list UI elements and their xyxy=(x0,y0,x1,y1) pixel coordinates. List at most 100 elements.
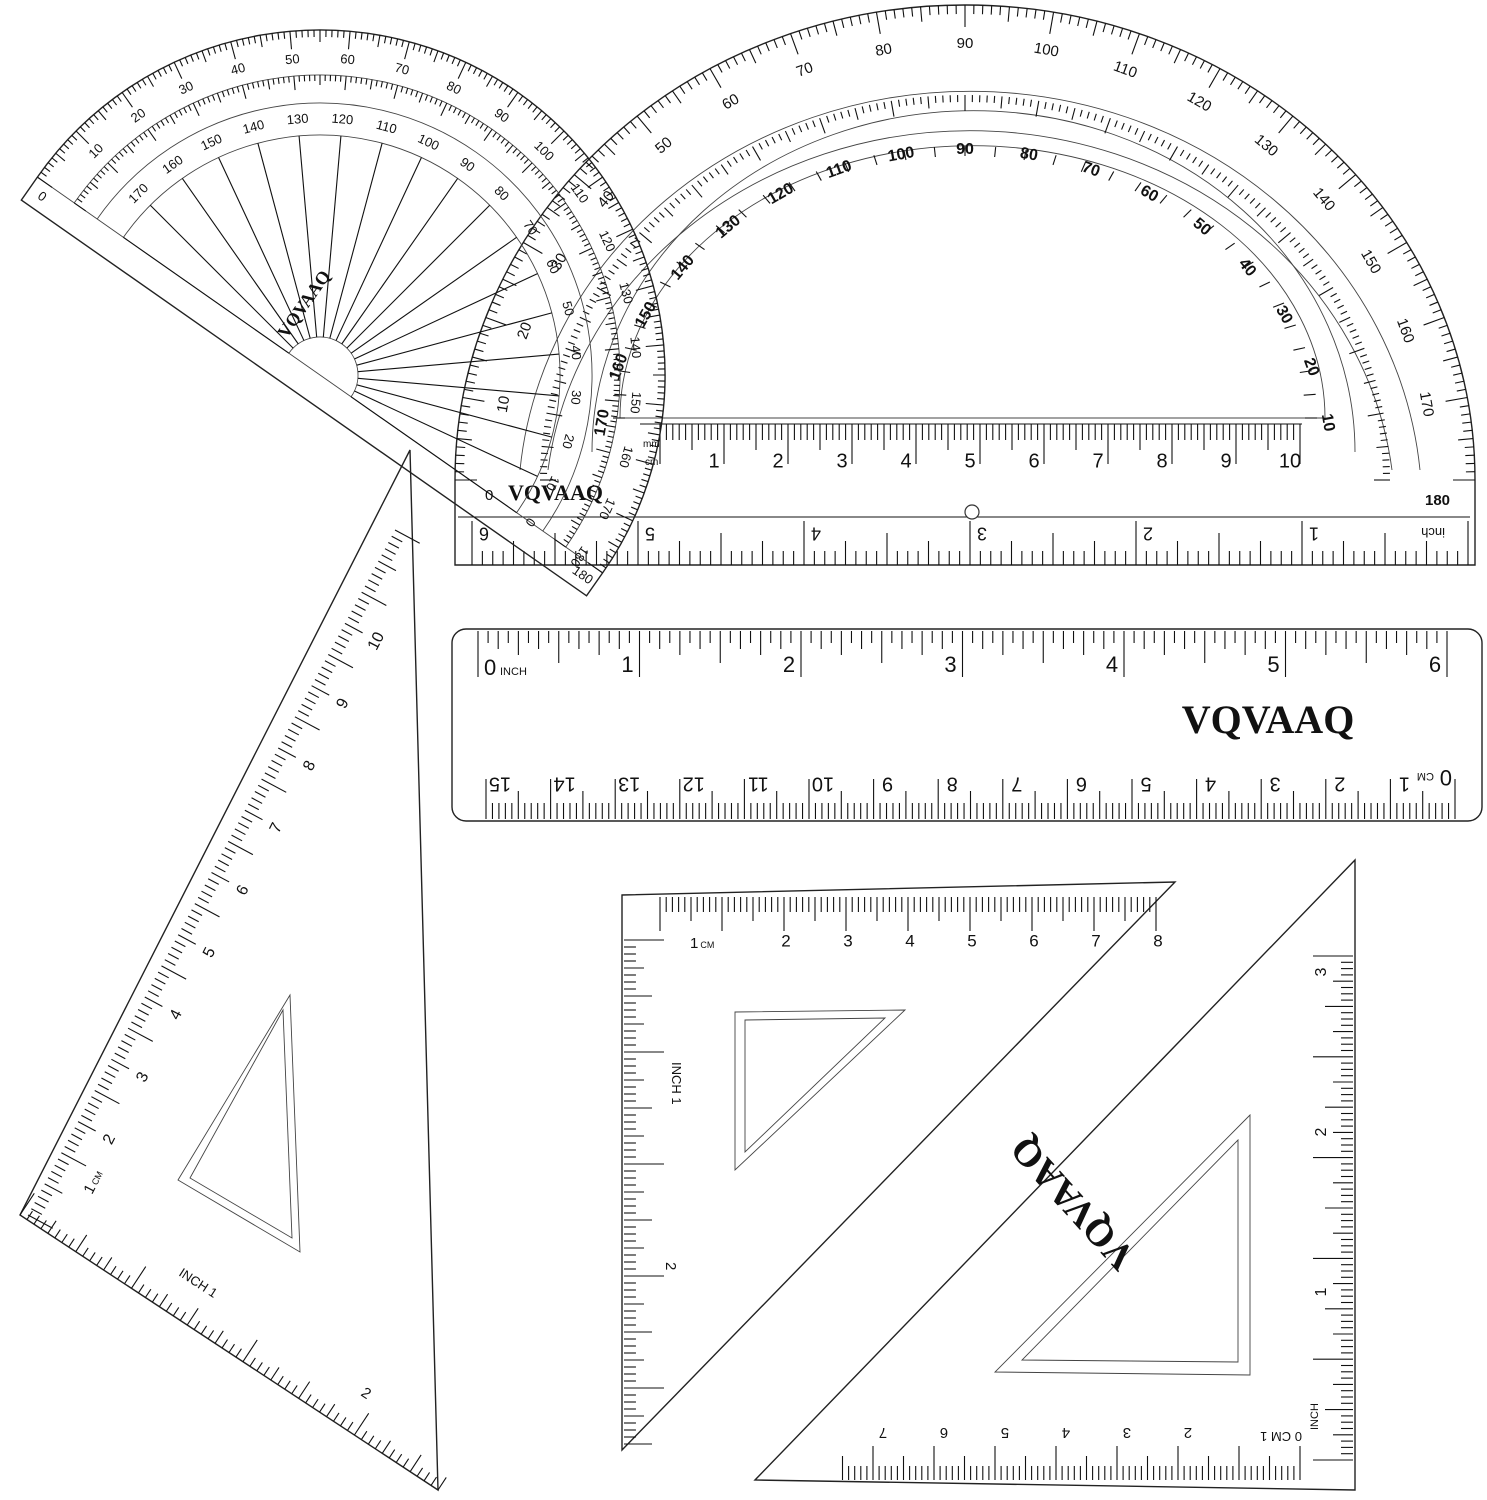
ts-cm-tick xyxy=(261,778,287,793)
lp-degree-tick xyxy=(1243,261,1254,269)
ts-cm-first: 1CM xyxy=(80,1167,106,1196)
lp-degree-tick xyxy=(1022,98,1025,106)
lp-degree-tick xyxy=(1407,256,1416,262)
lp-degree-tick xyxy=(920,97,922,105)
lp-degree-tick xyxy=(546,412,563,417)
lp-degree-tick xyxy=(1413,278,1428,287)
lp-cm-unit-mm: mm xyxy=(643,439,660,450)
sp-degree-tick xyxy=(277,32,280,40)
ts-inch-tick xyxy=(82,1247,89,1257)
straight-ruler-body xyxy=(451,628,1483,822)
sqr-inch-label: 2 xyxy=(1313,1127,1330,1136)
ts-cm-tick xyxy=(391,535,403,543)
sp-degree-tick xyxy=(550,130,565,145)
ts-cm-tick xyxy=(127,1027,154,1042)
sp-degree-tick xyxy=(554,194,560,199)
lp-degree-tick xyxy=(549,399,557,402)
ts-inch-tick xyxy=(131,1266,147,1289)
ts-cm-tick xyxy=(67,1139,79,1147)
lp-degree-tick xyxy=(1445,396,1468,402)
sp-degree-tick xyxy=(369,79,373,90)
sp-degree-tick xyxy=(393,85,399,99)
sp-degree-tick xyxy=(651,308,659,312)
ts-cm-label: 9 xyxy=(333,696,352,712)
sp-inner-scale-label: 10 xyxy=(543,474,563,493)
lp-degree-tick xyxy=(1456,388,1466,392)
sp-degree-tick xyxy=(630,506,638,511)
lp-degree-tick xyxy=(1450,364,1460,368)
lp-degree-tick xyxy=(1338,174,1357,190)
lp-degree-tick xyxy=(565,347,581,355)
lp-degree-tick xyxy=(1100,115,1104,123)
sp-degree-tick xyxy=(247,37,251,45)
ts-cm-tick xyxy=(358,598,370,605)
sp-degree-tick xyxy=(440,102,448,117)
ts-cm-tick xyxy=(378,560,397,572)
sr-cm-label: 4 xyxy=(1205,773,1216,795)
sp-degree-tick xyxy=(439,100,443,107)
ts-cm-tick xyxy=(111,1058,130,1070)
sp-degree-tick xyxy=(331,30,333,38)
center-hole-icon xyxy=(964,504,980,520)
lp-degree-tick xyxy=(902,8,905,18)
lp-degree-tick xyxy=(514,256,523,262)
lp-degree-tick xyxy=(1355,341,1362,346)
lp-degree-tick xyxy=(1446,348,1456,353)
sp-degree-tick xyxy=(272,78,275,85)
lp-degree-tick xyxy=(867,13,870,23)
sp-degree-tick xyxy=(173,62,183,79)
lp-outer-scale-label: 40 xyxy=(594,188,618,212)
sp-degree-tick xyxy=(603,186,610,192)
sp-ray xyxy=(350,236,517,354)
lp-degree-tick xyxy=(739,153,744,160)
sq45-left-body xyxy=(621,881,1177,1452)
sp-degree-tick xyxy=(195,52,200,60)
sp-degree-tick xyxy=(343,30,345,38)
lp-cm-ruler-ticks xyxy=(659,424,1301,464)
sr-cm-label: 6 xyxy=(1076,773,1087,795)
ts-cm-tick xyxy=(354,604,366,611)
lp-degree-tick xyxy=(1302,253,1310,259)
sp-degree-tick xyxy=(606,553,613,559)
lp-degree-tick xyxy=(552,200,561,207)
small-protractor-degree-ticks xyxy=(37,30,665,574)
sr-cm-label: 2 xyxy=(1334,773,1345,795)
sp-degree-tick xyxy=(571,525,578,530)
ts-cm-tick xyxy=(57,1158,69,1166)
small-protractor-arc-2 xyxy=(96,102,593,532)
lp-degree-tick xyxy=(844,162,850,173)
sp-degree-tick xyxy=(512,148,518,154)
lp-degree-tick xyxy=(1079,109,1083,117)
sp-degree-tick xyxy=(593,171,600,177)
sp-outer-scale-label: 80 xyxy=(444,78,463,98)
sp-degree-tick xyxy=(241,38,245,46)
ts-cm-tick xyxy=(394,529,420,544)
lp-degree-tick xyxy=(1441,332,1451,337)
sp-degree-tick xyxy=(207,48,211,56)
ts-inch-tick xyxy=(346,1421,354,1431)
sp-degree-tick xyxy=(587,176,603,188)
lp-inch-label: 4 xyxy=(811,523,821,543)
lp-degree-tick xyxy=(826,115,830,123)
sp-degree-tick xyxy=(114,155,120,161)
lp-degree-tick xyxy=(1266,100,1273,109)
sp-degree-tick xyxy=(265,34,268,42)
lp-inner-scale-label: 80 xyxy=(1019,145,1040,165)
lp-degree-tick xyxy=(643,227,650,233)
ts-cm-tick xyxy=(241,815,253,823)
lp-degree-tick xyxy=(477,340,487,345)
lp-degree-tick xyxy=(1299,126,1307,135)
lp-degree-tick xyxy=(1007,6,1010,22)
ts-inch-tick xyxy=(96,1256,103,1266)
lp-degree-tick xyxy=(1337,304,1344,309)
lp-degree-tick xyxy=(1186,153,1191,160)
lp-inner-scale-label: 70 xyxy=(1080,159,1103,181)
ts-inch-tick xyxy=(291,1385,298,1395)
sp-degree-tick xyxy=(472,67,478,75)
ts-cm-tick xyxy=(131,1021,143,1029)
sp-degree-tick xyxy=(83,189,89,195)
sp-degree-tick xyxy=(162,67,168,75)
